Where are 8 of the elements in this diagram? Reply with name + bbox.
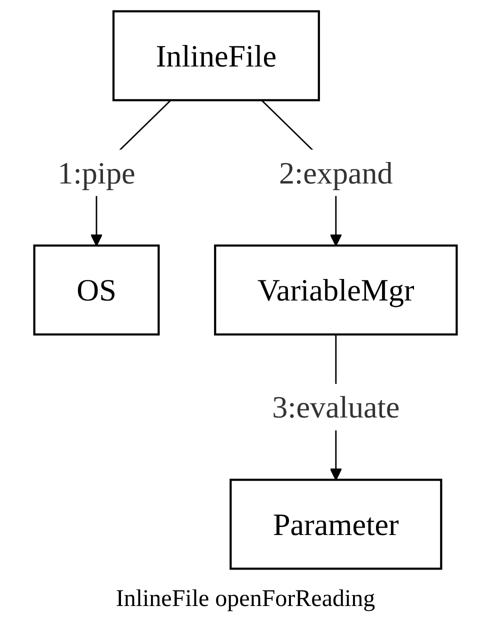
node-box: OS [33, 244, 160, 336]
edge-label: 2:expand [278, 155, 393, 191]
node-box: VariableMgr [214, 244, 458, 336]
edge-label: 3:evaluate [272, 389, 400, 425]
node-box: Parameter [230, 478, 442, 570]
node-box: InlineFile [112, 10, 320, 102]
caption: InlineFile openForReading [116, 586, 376, 613]
edge-label: 1:pipe [58, 155, 136, 191]
